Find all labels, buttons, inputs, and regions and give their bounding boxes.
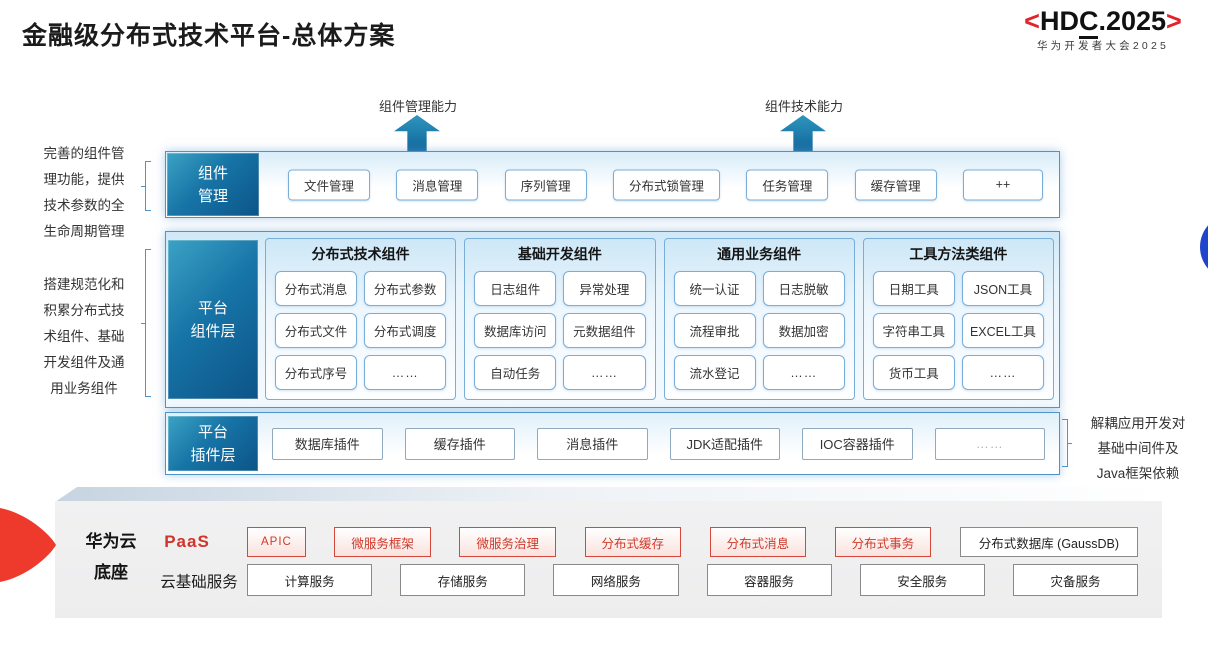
chip: EXCEL工具 bbox=[961, 313, 1044, 348]
chip-plus-plus: ++ bbox=[962, 169, 1043, 200]
chip-message-plugin: 消息插件 bbox=[537, 427, 648, 460]
group-title: 基础开发组件 bbox=[517, 246, 602, 262]
chip: 数据库访问 bbox=[474, 313, 557, 348]
chip: 流程审批 bbox=[673, 313, 756, 348]
plugin-items: 数据库插件 缓存插件 消息插件 JDK适配插件 IOC容器插件 …… bbox=[272, 427, 1045, 460]
up-arrow-icon bbox=[394, 115, 440, 152]
note-component-management: 完善的组件管 理功能，提供 技术参数的全 生命周期管理 bbox=[43, 146, 125, 239]
chip-apic: APIC bbox=[247, 527, 306, 557]
chip: 日志组件 bbox=[474, 271, 557, 306]
chip-sequence-management: 序列管理 bbox=[504, 169, 587, 200]
group-common-business: 通用业务组件 统一认证 日志脱敏 流程审批 数据加密 流水登记 …… bbox=[663, 238, 855, 400]
logo-right-bracket-icon: > bbox=[1166, 6, 1182, 36]
hdc-logo-subtitle: 华为开发者大会2025 bbox=[1036, 40, 1170, 52]
component-groups: 分布式技术组件 分布式消息 分布式参数 分布式文件 分布式调度 分布式序号 ……… bbox=[265, 238, 1054, 400]
chip: 流水登记 bbox=[673, 355, 756, 390]
blue-circle-decoration bbox=[1200, 214, 1208, 280]
cloud-base-section: 华为云 底座 PaaS APIC 微服务框架 微服务治理 分布式缓存 分布式消息… bbox=[55, 501, 1162, 618]
chip-task-management: 任务管理 bbox=[746, 169, 829, 200]
chip-disaster-recovery-service: 灾备服务 bbox=[1012, 564, 1139, 596]
chip-cache-management: 缓存管理 bbox=[854, 169, 937, 200]
chip-message-management: 消息管理 bbox=[396, 169, 479, 200]
up-arrow-icon bbox=[780, 115, 826, 152]
chip-jdk-plugin: JDK适配插件 bbox=[669, 427, 780, 460]
chip: 分布式调度 bbox=[364, 313, 447, 348]
chip-compute-service: 计算服务 bbox=[247, 564, 373, 596]
paas-label: PaaS bbox=[164, 532, 210, 551]
hdc-logo: <HDC.2025> 华为开发者大会2025 bbox=[1002, 6, 1204, 53]
chip: 日期工具 bbox=[872, 271, 955, 306]
note-platform-components: 搭建规范化和 积累分布式技 术组件、基础 开发组件及通 用业务组件 bbox=[43, 277, 125, 396]
layer-platform-plugins: 平台 插件层 数据库插件 缓存插件 消息插件 JDK适配插件 IOC容器插件 …… bbox=[165, 412, 1060, 475]
chip: 分布式参数 bbox=[364, 271, 447, 306]
note-decoupling: 解耦应用开发对 基础中间件及 Java框架依赖 bbox=[1090, 416, 1186, 481]
chip-db-plugin: 数据库插件 bbox=[272, 427, 383, 460]
chip: 元数据组件 bbox=[563, 313, 646, 348]
layer-label-platform-components: 平台 组件层 bbox=[168, 240, 258, 399]
chip-microservice-framework: 微服务框架 bbox=[334, 527, 431, 557]
group-title: 分布式技术组件 bbox=[311, 246, 410, 262]
chip-distributed-cache: 分布式缓存 bbox=[584, 527, 682, 557]
chip: 字符串工具 bbox=[872, 313, 955, 348]
chip: JSON工具 bbox=[961, 271, 1044, 306]
iaas-services: 计算服务 存储服务 网络服务 容器服务 安全服务 灾备服务 bbox=[247, 564, 1139, 596]
bracket-connector bbox=[141, 249, 151, 397]
chip-ioc-plugin: IOC容器插件 bbox=[802, 427, 913, 460]
chip: 货币工具 bbox=[872, 355, 955, 390]
component-management-items: 文件管理 消息管理 序列管理 分布式锁管理 任务管理 缓存管理 ++ bbox=[288, 169, 1043, 200]
layer-label-platform-plugins: 平台 插件层 bbox=[168, 416, 258, 471]
capability-label-management: 组件管理能力 bbox=[378, 99, 457, 114]
chip: 自动任务 bbox=[474, 355, 557, 390]
chip-ellipsis: …… bbox=[762, 355, 845, 390]
chip-gaussdb: 分布式数据库 (GaussDB) bbox=[959, 527, 1138, 557]
layer-component-management: 组件 管理 文件管理 消息管理 序列管理 分布式锁管理 任务管理 缓存管理 ++ bbox=[165, 151, 1060, 218]
chip-cache-plugin: 缓存插件 bbox=[404, 427, 515, 460]
page-title: 金融级分布式技术平台-总体方案 bbox=[22, 22, 396, 50]
chip: 分布式消息 bbox=[275, 271, 358, 306]
iaas-label: 云基础服务 bbox=[160, 574, 238, 591]
bracket-connector bbox=[1062, 419, 1072, 467]
layer-platform-components: 平台 组件层 分布式技术组件 分布式消息 分布式参数 分布式文件 分布式调度 分… bbox=[165, 231, 1060, 408]
chip-distributed-lock-management: 分布式锁管理 bbox=[612, 169, 720, 200]
layer-label-component-management: 组件 管理 bbox=[167, 153, 259, 216]
chip-file-management: 文件管理 bbox=[288, 169, 371, 200]
chip-microservice-governance: 微服务治理 bbox=[459, 527, 556, 557]
paas-services: APIC 微服务框架 微服务治理 分布式缓存 分布式消息 分布式事务 分布式数据… bbox=[247, 527, 1138, 557]
chip-ellipsis: …… bbox=[364, 355, 447, 390]
chip-distributed-transaction: 分布式事务 bbox=[834, 527, 932, 557]
chip: 数据加密 bbox=[762, 313, 845, 348]
cloud-base-label: 华为云 底座 bbox=[85, 532, 137, 582]
group-distributed-tech: 分布式技术组件 分布式消息 分布式参数 分布式文件 分布式调度 分布式序号 …… bbox=[265, 238, 457, 400]
chip-ellipsis: …… bbox=[961, 355, 1044, 390]
chip: 统一认证 bbox=[673, 271, 756, 306]
chip-network-service: 网络服务 bbox=[553, 564, 679, 596]
group-title: 通用业务组件 bbox=[717, 246, 802, 262]
chip: 分布式序号 bbox=[275, 355, 358, 390]
group-title: 工具方法类组件 bbox=[909, 246, 1008, 262]
chip-distributed-message: 分布式消息 bbox=[709, 527, 807, 557]
chip: 异常处理 bbox=[563, 271, 646, 306]
chip: 分布式文件 bbox=[275, 313, 358, 348]
chip-ellipsis: …… bbox=[563, 355, 646, 390]
bracket-connector bbox=[141, 161, 151, 211]
chip-ellipsis: …… bbox=[934, 427, 1045, 460]
chip-container-service: 容器服务 bbox=[706, 564, 832, 596]
hdc-logo-text: <HDC.2025> bbox=[1002, 6, 1204, 39]
chip-storage-service: 存储服务 bbox=[400, 564, 526, 596]
capability-label-technology: 组件技术能力 bbox=[764, 99, 843, 114]
group-tool-methods: 工具方法类组件 日期工具 JSON工具 字符串工具 EXCEL工具 货币工具 …… bbox=[862, 238, 1054, 400]
group-basic-dev: 基础开发组件 日志组件 异常处理 数据库访问 元数据组件 自动任务 …… bbox=[464, 238, 656, 400]
red-arrow-icon bbox=[0, 508, 56, 582]
cloud-base-top-face bbox=[55, 487, 1162, 502]
chip-security-service: 安全服务 bbox=[859, 564, 985, 596]
chip: 日志脱敏 bbox=[762, 271, 845, 306]
logo-left-bracket-icon: < bbox=[1024, 6, 1040, 36]
